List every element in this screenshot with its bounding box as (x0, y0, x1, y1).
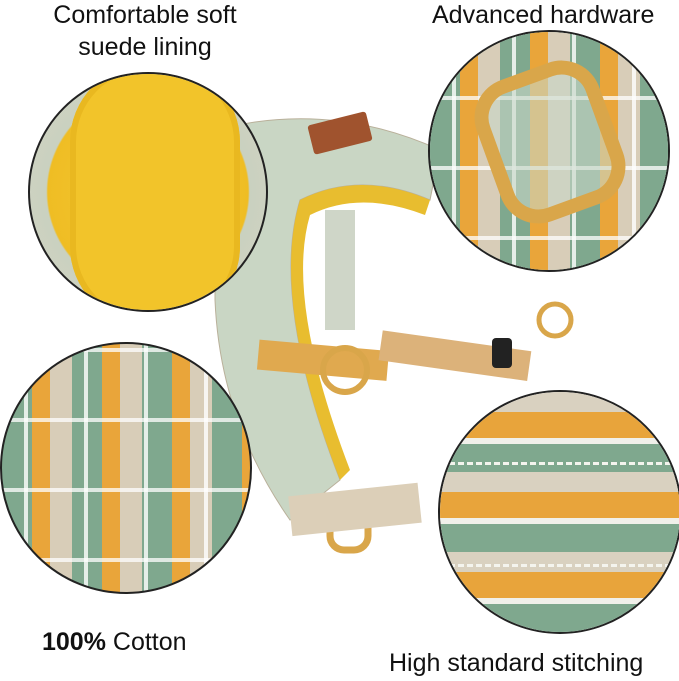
suede-lining-closeup (28, 72, 268, 312)
stitch-line (440, 564, 679, 567)
brand-tag (307, 111, 373, 155)
cotton-closeup (0, 342, 252, 594)
caption-suede-lining: Comfortable soft suede lining (30, 0, 260, 62)
harness-strap-right (378, 330, 532, 381)
caption-stitching: High standard stitching (389, 649, 644, 677)
d-ring (320, 345, 370, 395)
harness-strap-bottom (288, 482, 422, 537)
stitch-line (440, 462, 679, 465)
buckle (492, 338, 512, 368)
harness-strap-vertical (325, 210, 355, 330)
caption-cotton: 100% Cotton (42, 627, 187, 657)
caption-percent: 100% (42, 628, 106, 656)
caption-line: Comfortable soft (53, 1, 237, 29)
hardware-closeup (428, 30, 670, 272)
stitching-closeup (438, 390, 679, 634)
suede-panel (70, 74, 240, 310)
caption-cotton-text: Cotton (105, 628, 187, 656)
side-ring (536, 301, 574, 339)
caption-line: suede lining (78, 33, 212, 61)
caption-hardware: Advanced hardware (432, 1, 655, 29)
harness-suede-edge (291, 185, 430, 480)
